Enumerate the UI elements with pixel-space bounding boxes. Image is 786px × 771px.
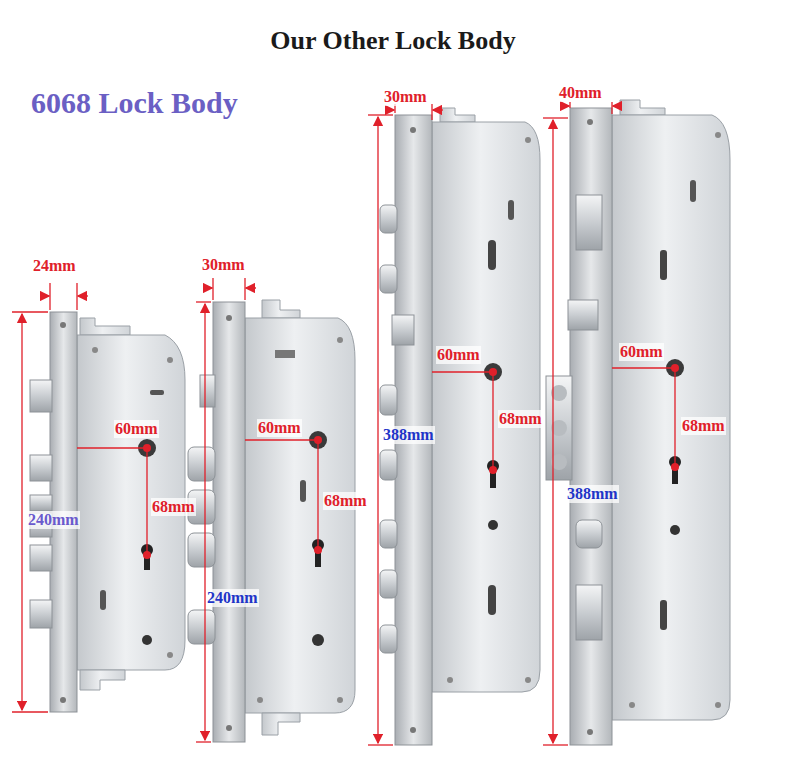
dimension-label: 60mm — [436, 346, 481, 364]
dimension-label: 30mm — [201, 256, 246, 274]
product-heading: 6068 Lock Body — [30, 86, 239, 119]
dimension-label: 24mm — [32, 257, 77, 275]
dimension-label: 60mm — [257, 419, 302, 437]
lock-body-40mm-388 — [546, 100, 730, 745]
dimension-label: 68mm — [681, 417, 726, 435]
dimension-label: 388mm — [566, 485, 619, 503]
dimension-label: 240mm — [206, 589, 259, 607]
dimension-lines — [12, 102, 675, 745]
page-title: Our Other Lock Body — [0, 26, 786, 56]
dimension-label: 388mm — [382, 426, 435, 444]
dimension-label: 60mm — [114, 420, 159, 438]
dimension-label: 60mm — [619, 343, 664, 361]
dimension-label: 68mm — [323, 492, 368, 510]
lock-body-30mm-240 — [188, 300, 355, 742]
dimension-label: 68mm — [498, 410, 543, 428]
dimension-label: 240mm — [27, 511, 80, 529]
measure-dots — [143, 364, 679, 559]
dimension-label: 40mm — [558, 84, 603, 102]
dimension-label: 68mm — [151, 498, 196, 516]
dimension-label: 30mm — [383, 88, 428, 106]
